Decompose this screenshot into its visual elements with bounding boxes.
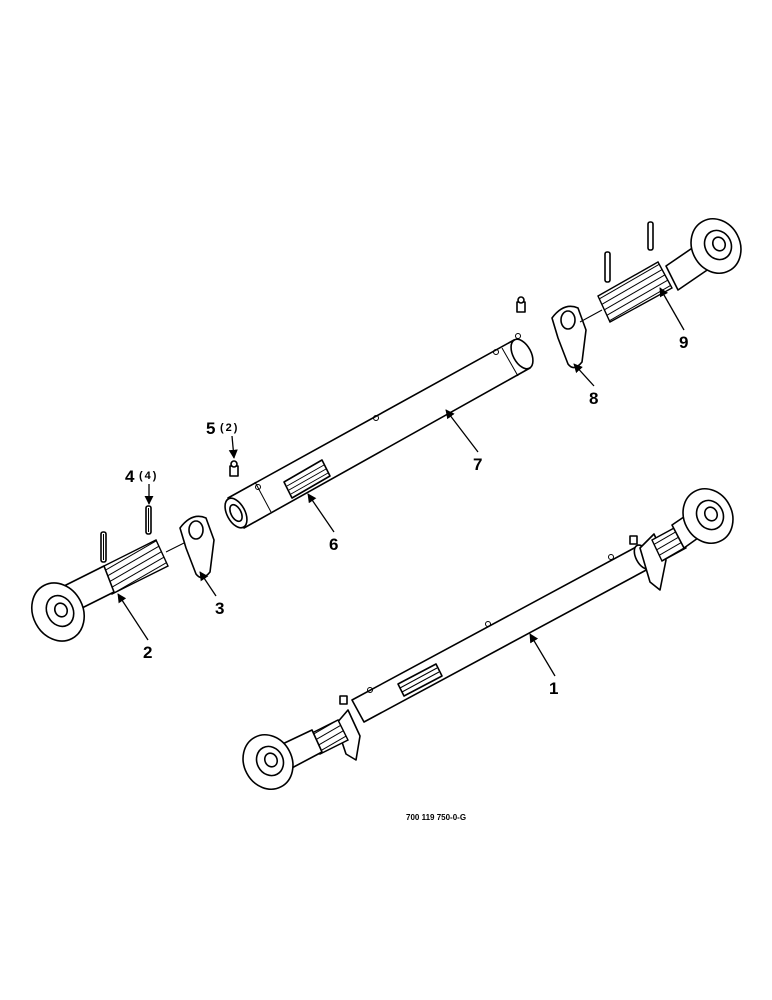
part-8-lock-handle	[551, 305, 587, 369]
callout-5: 5	[206, 419, 215, 438]
assembled-lock-handle-left	[335, 709, 361, 761]
part-6-grip-pad	[283, 459, 331, 499]
part-7-adjusting-tube	[224, 333, 534, 529]
part-9-ball-joint-right	[579, 218, 742, 323]
callout-3: 3	[215, 599, 224, 618]
callout-5-quantity: (2)	[220, 422, 239, 434]
callout-2: 2	[143, 643, 152, 662]
callout-1: 1	[549, 679, 558, 698]
assembled-tube	[351, 545, 651, 723]
leader-lines	[117, 287, 685, 677]
part-2-ball-joint-left	[31, 539, 187, 642]
part-5-grease-fittings	[229, 296, 526, 477]
drawing-code: 700 119 750-0-G	[406, 813, 466, 822]
callout-8: 8	[589, 389, 598, 408]
part-4-roll-pins	[100, 505, 152, 563]
assembled-top-link	[242, 488, 734, 790]
callout-4-quantity: (4)	[139, 470, 158, 482]
callout-9: 9	[679, 333, 688, 352]
callout-6: 6	[329, 535, 338, 554]
callout-4: 4	[125, 467, 135, 486]
callout-7: 7	[473, 455, 482, 474]
part-3-lock-handle	[179, 515, 215, 579]
